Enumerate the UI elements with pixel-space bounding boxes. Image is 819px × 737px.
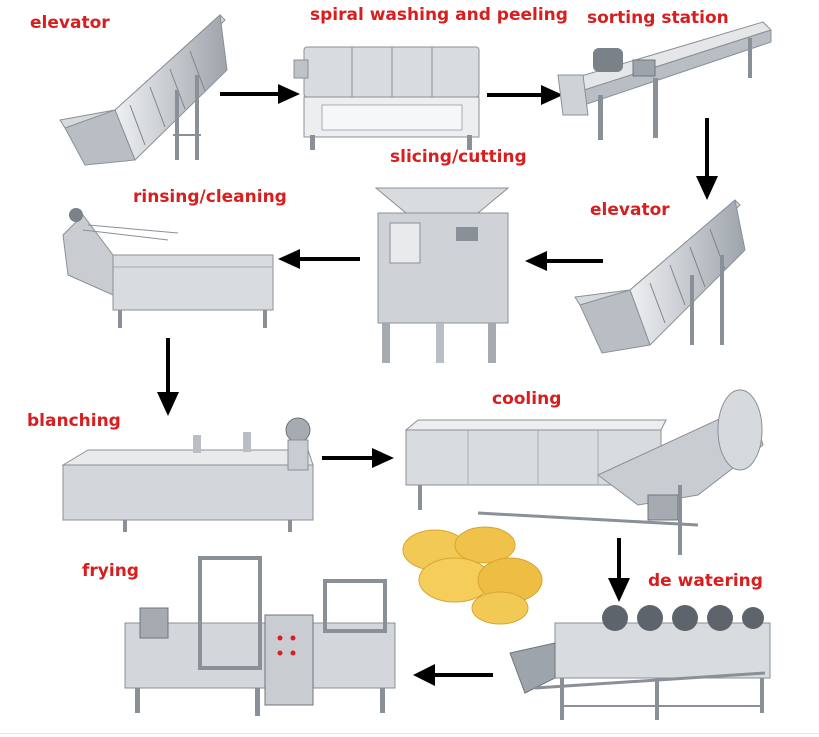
elevator-machine-2 [574,199,746,354]
label-cooling: cooling [492,389,562,409]
label-rinsing-cleaning: rinsing/cleaning [133,187,287,207]
arrow-down-2 [157,338,179,416]
label-elevator-1: elevator [30,13,110,33]
dewatering-machine [509,605,771,720]
label-frying: frying [82,561,139,581]
label-de-watering: de watering [648,571,763,591]
arrow-left-2 [278,249,360,269]
slicing-cutting-machine [374,187,510,363]
arrow-down-1 [696,118,718,200]
arrow-right-1 [220,84,300,104]
rinsing-cleaning-machine [62,208,274,328]
sorting-station-machine [557,21,772,140]
label-sorting-station: sorting station [587,8,729,28]
potato-chips-image [402,526,543,625]
label-spiral-washing-peeling: spiral washing and peeling [310,5,568,25]
frying-machine [124,556,396,716]
arrow-left-3 [413,664,493,686]
bottom-divider [0,733,819,734]
label-elevator-2: elevator [590,200,670,220]
arrow-down-3 [608,538,630,602]
washing-peeling-machine [293,46,480,150]
elevator-machine-1 [59,13,228,166]
label-slicing-cutting: slicing/cutting [390,147,527,167]
blanching-machine [61,417,314,532]
arrow-left-1 [525,251,603,271]
arrow-right-3 [322,448,394,468]
label-blanching: blanching [27,411,121,431]
arrow-right-2 [487,85,563,105]
cooling-machine [404,389,764,555]
